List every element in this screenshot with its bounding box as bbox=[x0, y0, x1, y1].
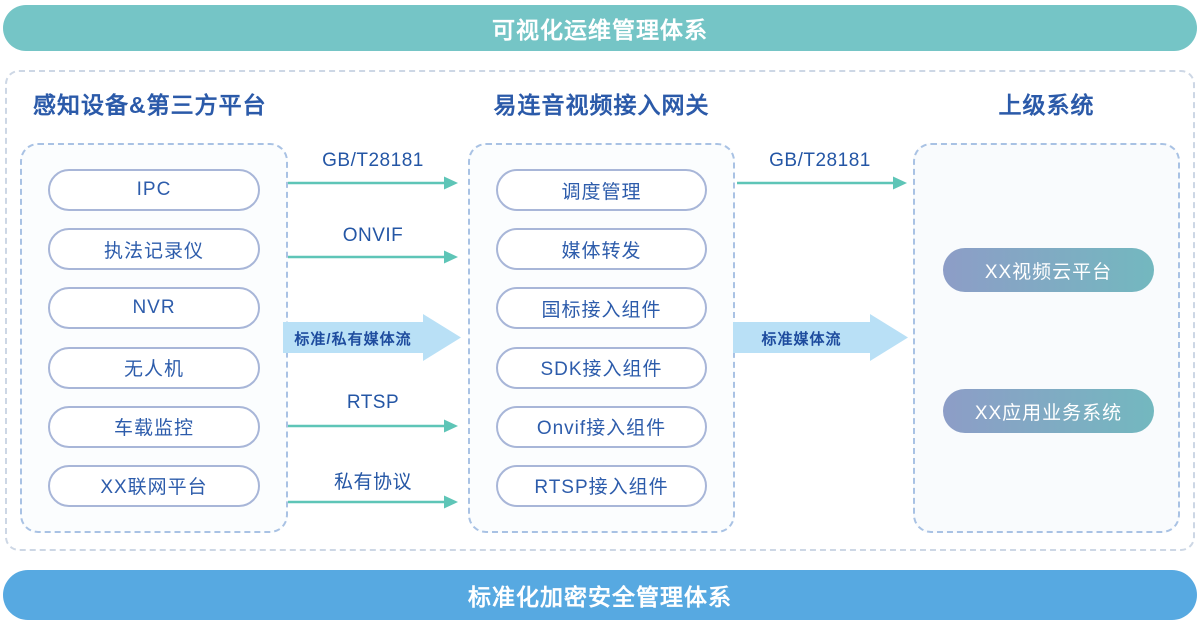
gateway-node-gb-access: 国标接入组件 bbox=[496, 287, 707, 330]
top-banner: 可视化运维管理体系 bbox=[3, 5, 1197, 51]
devices-group-box: IPC 执法记录仪 NVR 无人机 车载监控 XX联网平台 bbox=[20, 143, 288, 533]
upper-node-app-business: XX应用业务系统 bbox=[943, 389, 1154, 433]
arrow-media-stream-left-icon bbox=[283, 314, 461, 361]
gateway-node-onvif-access: Onvif接入组件 bbox=[496, 405, 707, 448]
bottom-banner-label: 标准化加密安全管理体系 bbox=[468, 584, 732, 610]
gateway-node-media-forward: 媒体转发 bbox=[496, 228, 707, 271]
arrow-private-protocol-icon bbox=[288, 495, 458, 509]
column-title-devices: 感知设备&第三方平台 bbox=[33, 92, 267, 118]
upper-group-box: XX视频云平台 XX应用业务系统 bbox=[913, 143, 1180, 533]
top-banner-label: 可视化运维管理体系 bbox=[492, 17, 708, 43]
column-title-gateway: 易连音视频接入网关 bbox=[493, 92, 710, 118]
arrow-label-private-protocol: 私有协议 bbox=[333, 472, 412, 493]
device-node-ipc: IPC bbox=[48, 169, 260, 211]
device-node-drone: 无人机 bbox=[48, 346, 260, 389]
upper-node-video-cloud: XX视频云平台 bbox=[943, 248, 1154, 292]
device-node-xx-network-platform: XX联网平台 bbox=[48, 464, 260, 507]
gateway-node-sdk-access: SDK接入组件 bbox=[496, 346, 707, 389]
arrow-label-std-private-media-stream: 标准/私有媒体流 bbox=[294, 331, 412, 348]
bottom-banner: 标准化加密安全管理体系 bbox=[3, 570, 1197, 620]
gateway-node-dispatch: 调度管理 bbox=[496, 169, 707, 211]
arrow-label-standard-media-stream: 标准媒体流 bbox=[761, 331, 842, 348]
device-node-vehicle-monitor: 车载监控 bbox=[48, 405, 260, 448]
column-title-upper: 上级系统 bbox=[998, 92, 1095, 118]
gateway-node-rtsp-access: RTSP接入组件 bbox=[496, 464, 707, 507]
arrow-onvif-icon bbox=[288, 250, 458, 264]
arrow-label-onvif: ONVIF bbox=[342, 225, 404, 246]
device-node-nvr: NVR bbox=[48, 287, 260, 330]
arrow-label-gbt28181-right: GB/T28181 bbox=[769, 150, 871, 171]
arrow-label-rtsp: RTSP bbox=[346, 392, 400, 413]
arrow-rtsp-icon bbox=[288, 419, 458, 433]
arrow-label-gbt28181-left: GB/T28181 bbox=[322, 150, 424, 171]
arrow-standard-media-stream-icon bbox=[733, 314, 908, 361]
arrow-gbt28181-right-icon bbox=[737, 176, 907, 190]
arrow-gbt28181-left-icon bbox=[288, 176, 458, 190]
device-node-law-recorder: 执法记录仪 bbox=[48, 228, 260, 271]
gateway-group-box: 调度管理 媒体转发 国标接入组件 SDK接入组件 Onvif接入组件 RTSP接… bbox=[468, 143, 735, 533]
